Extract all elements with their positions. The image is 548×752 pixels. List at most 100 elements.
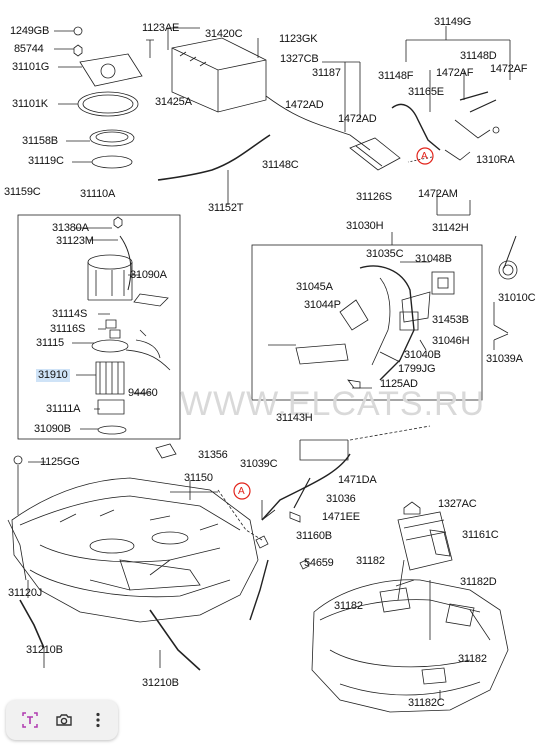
part-label: 31182C: [408, 697, 445, 709]
hose-31152t: [157, 134, 271, 181]
part-label: 1472AD: [285, 99, 324, 111]
part-label: 1327AC: [438, 498, 477, 510]
part-label: 1123GK: [279, 33, 318, 45]
part-label: 1471DA: [338, 474, 377, 486]
part-label: 31380A: [52, 222, 89, 234]
part-label: 1799JG: [398, 363, 436, 375]
ring-31158b: [89, 129, 135, 147]
part-label: 31123M: [56, 235, 94, 247]
part-label: 31149G: [434, 16, 472, 28]
part-label: 31148C: [262, 159, 299, 171]
part-label: 31420C: [205, 28, 243, 40]
part-label: 94460: [128, 387, 158, 399]
marker-a-bottom-label: A: [238, 486, 245, 497]
tube-31126s: [349, 137, 401, 171]
part-label: 31115: [36, 337, 64, 349]
part-label: 31090B: [34, 423, 71, 435]
part-label: 31159C: [4, 186, 41, 198]
fuel-tank-left: [11, 477, 259, 623]
watermark-text: WWW.ELCATS.RU: [180, 385, 486, 423]
part-label: 31030H: [346, 220, 384, 232]
part-label: 31090A: [130, 269, 167, 281]
part-label: 31143H: [276, 412, 313, 424]
bracket-31090a: [133, 293, 169, 307]
pump-group-box: [17, 214, 181, 440]
part-label: 31210B: [26, 644, 63, 656]
part-label: 31150: [184, 472, 213, 484]
part-label: 1471EE: [322, 511, 360, 523]
part-label: 1472AF: [490, 63, 528, 75]
part-label: 1125AD: [380, 378, 418, 390]
part-label: 31148F: [378, 70, 414, 82]
part-label: 31158B: [22, 135, 58, 147]
part-label: 31101G: [12, 61, 50, 73]
part-label: 31182: [356, 555, 385, 567]
part-label: 31182: [458, 653, 487, 665]
strainer-31111a: [97, 399, 125, 415]
part-label: 31210B: [142, 677, 179, 689]
part-label: 1472AD: [338, 113, 377, 125]
bolt-1249gb: [73, 26, 83, 36]
part-label: 31182D: [460, 576, 497, 588]
pump-31910: [95, 361, 125, 395]
fuel-tank-right: [311, 579, 509, 713]
pump-flange: [87, 254, 133, 270]
more-vertical-icon[interactable]: [86, 708, 110, 732]
text-select-icon[interactable]: [18, 708, 42, 732]
part-label: 31119C: [28, 155, 64, 167]
part-label: 31161C: [462, 529, 499, 541]
strap-31210b-left: [19, 599, 45, 649]
cap-31010c: [498, 260, 518, 280]
part-label: 1472AF: [436, 67, 474, 79]
part-label: 31356: [198, 449, 228, 461]
part-label: 31126S: [356, 191, 392, 203]
part-label: 31111A: [46, 403, 81, 415]
bracket-31161c: [397, 511, 453, 571]
camera-search-glyph: [56, 714, 72, 726]
part-label: 31120J: [8, 587, 43, 599]
part-label: 31040B: [404, 349, 441, 361]
part-label: 31010C: [498, 292, 536, 304]
part-label: 85744: [14, 43, 44, 55]
part-label: 31046H: [432, 335, 470, 347]
part-label: 31152T: [208, 202, 244, 214]
part-label-highlighted[interactable]: 31910: [36, 369, 70, 382]
more-vertical-glyph: [96, 712, 100, 728]
gasket-31101k: [77, 91, 139, 117]
part-label: 1310RA: [476, 154, 515, 166]
marker-a-top: [416, 147, 434, 165]
part-label: 31044P: [304, 299, 341, 311]
camera-search-icon[interactable]: [52, 708, 76, 732]
seal-31119c: [91, 155, 133, 169]
part-label: 1249GB: [10, 25, 50, 37]
hose-31187: [265, 95, 371, 151]
part-label: 31425A: [155, 96, 192, 108]
part-label: 31116S: [50, 323, 86, 335]
part-label: 31101K: [12, 98, 48, 110]
part-label: 1123AE: [142, 22, 180, 34]
part-label: 1327CB: [280, 53, 319, 65]
filler-group-box: [251, 244, 483, 401]
part-label: 31182: [334, 600, 363, 612]
hose-31039c: [261, 453, 351, 521]
part-label: 1125GG: [40, 456, 80, 468]
part-label: 31039C: [240, 458, 278, 470]
marker-a-bottom: [233, 482, 251, 500]
filter-31115: [91, 339, 129, 353]
marker-a-top-label: A: [421, 151, 428, 162]
filler-neck-31030h: [359, 265, 415, 381]
part-label: 31036: [326, 493, 356, 505]
part-label: 31148D: [460, 50, 497, 62]
part-label: 31048B: [415, 253, 452, 265]
part-label: 31110A: [80, 188, 116, 200]
part-label: 1472AM: [418, 188, 458, 200]
clip-31356: [155, 443, 177, 459]
part-label: 54659: [304, 557, 334, 569]
strap-31210b-right: [149, 609, 201, 671]
part-label: 31165E: [408, 86, 444, 98]
part-label: 31187: [312, 67, 341, 79]
part-label: 31035C: [366, 248, 404, 260]
canister-31420c: [171, 37, 267, 113]
